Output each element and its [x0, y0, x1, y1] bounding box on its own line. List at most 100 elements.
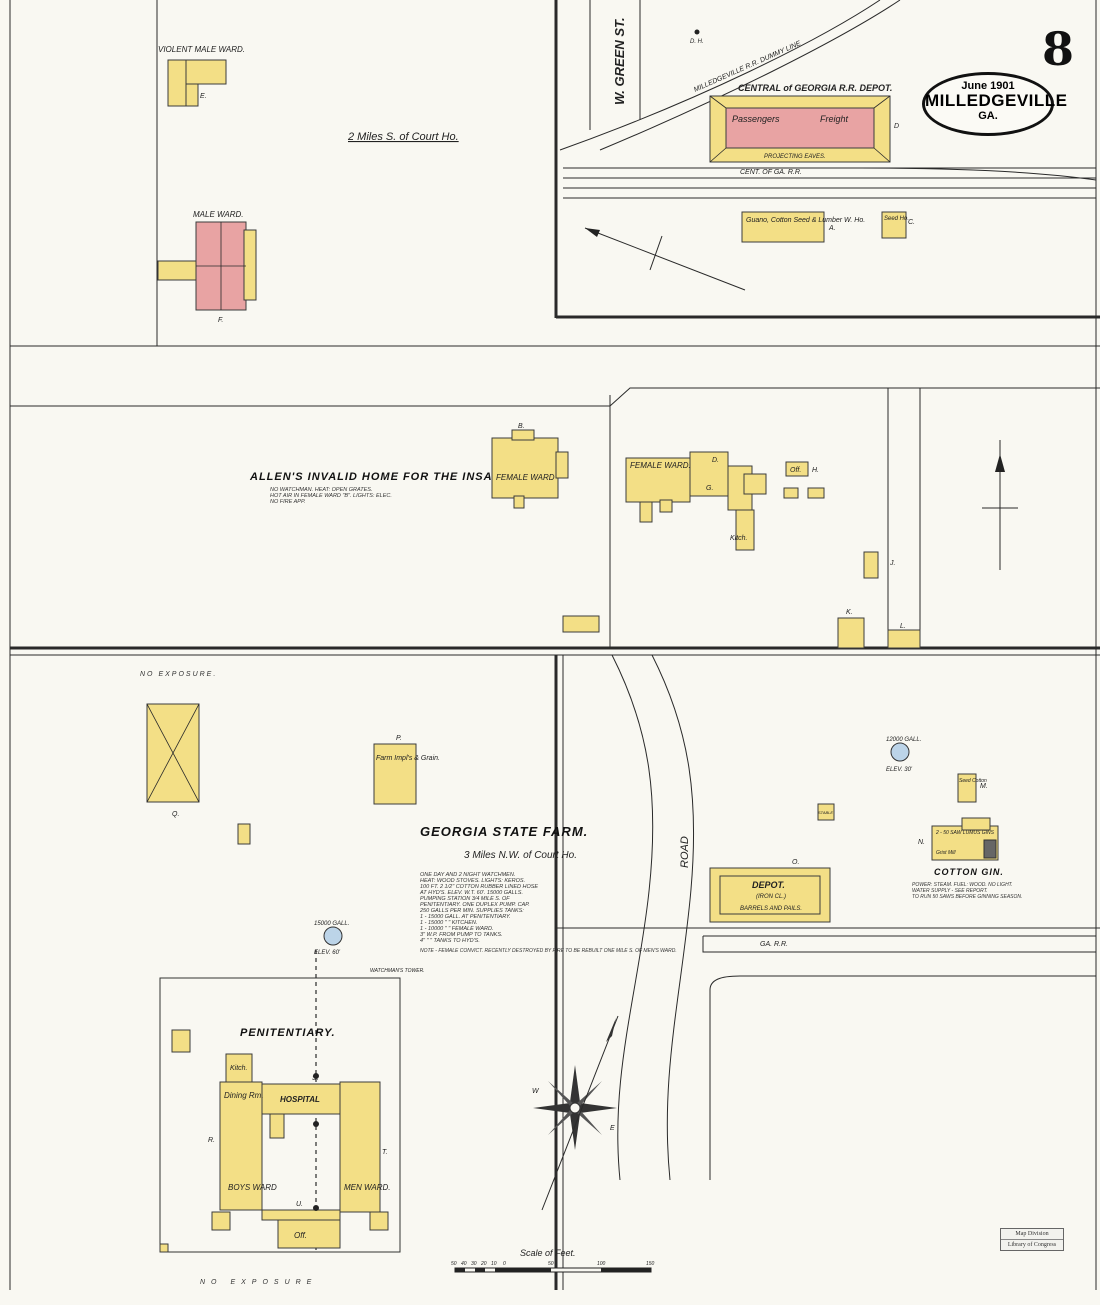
title-cartouche: June 1901 MILLEDGEVILLE GA. — [922, 72, 1068, 136]
svg-text:STABLE: STABLE — [818, 810, 833, 815]
city-name: MILLEDGEVILLE — [925, 91, 1068, 110]
svg-text:WATER SUPPLY - SEE REPORT.: WATER SUPPLY - SEE REPORT. — [912, 888, 988, 894]
svg-text:40: 40 — [461, 1261, 467, 1267]
svg-text:Seed Cotton: Seed Cotton — [959, 778, 987, 784]
svg-text:U.: U. — [296, 1201, 303, 1208]
svg-text:Farm Impl's & Grain.: Farm Impl's & Grain. — [376, 755, 440, 762]
svg-text:VIOLENT MALE WARD.: VIOLENT MALE WARD. — [158, 45, 245, 54]
state-name: GA. — [978, 110, 998, 122]
svg-text:D. H.: D. H. — [690, 39, 704, 45]
svg-text:Off.: Off. — [790, 467, 801, 474]
scale-of-feet: Scale of Feet. 50 40 30 20 10 0 50 100 1… — [451, 1248, 655, 1273]
svg-text:0: 0 — [503, 1261, 506, 1267]
svg-text:E: E — [610, 1125, 615, 1132]
svg-text:T.: T. — [382, 1149, 388, 1156]
svg-text:G.: G. — [706, 485, 713, 492]
svg-text:PROJECTING EAVES.: PROJECTING EAVES. — [764, 154, 826, 160]
svg-text:HOT AIR IN FEMALE WARD "B". LI: HOT AIR IN FEMALE WARD "B". LIGHTS: ELEC… — [270, 493, 392, 499]
farm-notes: ONE DAY AND 2 NIGHT WATCHMEN. HEAT: WOOD… — [419, 872, 677, 954]
svg-text:NO FIRE APP.: NO FIRE APP. — [270, 499, 305, 505]
svg-text:Kitch.: Kitch. — [230, 1065, 248, 1072]
svg-text:(IRON CL.): (IRON CL.) — [756, 894, 786, 900]
road: ROAD — [611, 654, 695, 1181]
svg-text:10: 10 — [491, 1261, 497, 1267]
sheet-date: June 1901 — [961, 80, 1015, 92]
svg-text:O.: O. — [792, 859, 799, 866]
georgia-state-farm: NO EXPOSURE. Q. Farm Impl's & Grain. P. … — [140, 671, 677, 1286]
svg-text:HEAT: WOOD STOVES. LIGHTS: KER: HEAT: WOOD STOVES. LIGHTS: KEROS. — [420, 878, 525, 884]
svg-text:COTTON GIN.: COTTON GIN. — [934, 867, 1004, 877]
svg-text:ROAD: ROAD — [679, 836, 691, 868]
svg-text:Passengers: Passengers — [732, 114, 780, 124]
svg-text:N.: N. — [918, 839, 925, 846]
svg-text:FEMALE WARD: FEMALE WARD — [496, 473, 555, 482]
svg-text:Scale of Feet.: Scale of Feet. — [520, 1248, 576, 1258]
svg-text:R.: R. — [208, 1137, 215, 1144]
svg-text:NO EXPOSURE: NO EXPOSURE — [200, 1279, 317, 1286]
svg-text:4" " " TANKS TO HYD'S.: 4" " " TANKS TO HYD'S. — [420, 938, 480, 944]
sheet-number: 8 — [1042, 22, 1075, 76]
svg-text:Guano, Cotton Seed & Lumber W.: Guano, Cotton Seed & Lumber W. Ho. — [746, 217, 865, 224]
svg-text:Kitch.: Kitch. — [730, 535, 748, 542]
svg-text:M.: M. — [980, 783, 988, 790]
depot-area: W. GREEN ST. MILLEDGEVILLE R.R. DUMMY LI… — [559, 0, 1097, 291]
svg-text:K.: K. — [846, 609, 853, 616]
svg-text:D: D — [894, 123, 899, 130]
male-ward: MALE WARD. F. — [157, 210, 257, 324]
svg-text:ONE DAY AND 2 NIGHT WATCHMEN.: ONE DAY AND 2 NIGHT WATCHMEN. — [420, 872, 515, 878]
svg-text:F.: F. — [218, 317, 223, 324]
svg-text:1 - 15000 GALL. AT PENITENTIAR: 1 - 15000 GALL. AT PENITENTIARY. — [420, 914, 511, 920]
svg-text:Dining Rm.: Dining Rm. — [224, 1091, 264, 1100]
svg-text:20: 20 — [480, 1261, 487, 1267]
svg-text:NOTE - FEMALE CONVICT. RECENTL: NOTE - FEMALE CONVICT. RECENTLY DESTROYE… — [420, 948, 677, 954]
compass-rose: W E — [532, 1015, 619, 1211]
svg-text:H.: H. — [812, 467, 819, 474]
svg-text:FEMALE WARD.: FEMALE WARD. — [630, 461, 691, 470]
svg-text:PENITENTIARY.: PENITENTIARY. — [240, 1027, 336, 1039]
svg-text:PENITENTIARY. ONE DUPLEX PUMP.: PENITENTIARY. ONE DUPLEX PUMP. CAP. — [420, 902, 530, 908]
library-stamp: Map Division Library of Congress — [1000, 1228, 1064, 1251]
svg-text:POWER: STEAM. FUEL: WOOD. NO L: POWER: STEAM. FUEL: WOOD. NO LIGHT. — [912, 882, 1013, 888]
svg-text:B.: B. — [518, 423, 525, 430]
svg-text:WATCHMAN'S TOWER.: WATCHMAN'S TOWER. — [370, 968, 425, 974]
svg-text:12000 GALL.: 12000 GALL. — [886, 737, 921, 743]
svg-text:CENT. OF GA. R.R.: CENT. OF GA. R.R. — [740, 169, 802, 176]
svg-text:L.: L. — [900, 623, 906, 630]
svg-text:ELEV. 60': ELEV. 60' — [314, 950, 341, 956]
section-borders — [9, 0, 1100, 1290]
svg-text:50: 50 — [451, 1261, 457, 1267]
svg-text:ELEV. 30': ELEV. 30' — [886, 767, 913, 773]
svg-text:NO WATCHMAN. HEAT: OPEN GRATES: NO WATCHMAN. HEAT: OPEN GRATES. — [270, 487, 372, 493]
svg-text:Off.: Off. — [294, 1231, 307, 1240]
svg-text:AT HYD'S. ELEV. W.T. 60'. 1500: AT HYD'S. ELEV. W.T. 60'. 15000 GALLS. — [419, 890, 523, 896]
svg-text:100: 100 — [597, 1261, 606, 1267]
svg-text:Grist Mill: Grist Mill — [936, 850, 956, 856]
svg-text:1 - 10000 " " FEMALE WARD.: 1 - 10000 " " FEMALE WARD. — [420, 926, 494, 932]
distance-note: 2 Miles S. of Court Ho. — [347, 131, 459, 143]
svg-text:A.: A. — [828, 225, 836, 232]
svg-text:Freight: Freight — [820, 114, 849, 124]
violent-male-ward: VIOLENT MALE WARD. E. — [158, 45, 245, 107]
stamp-line-2: Library of Congress — [1007, 1242, 1057, 1248]
svg-text:E.: E. — [200, 93, 207, 100]
svg-text:Q.: Q. — [172, 811, 179, 818]
svg-text:250 GALLS PER MIN. SUPPLIES TA: 250 GALLS PER MIN. SUPPLIES TANKS: — [419, 908, 524, 914]
svg-text:Seed Ho.: Seed Ho. — [884, 216, 909, 222]
svg-text:BOYS WARD: BOYS WARD — [228, 1183, 277, 1192]
svg-text:CENTRAL of GEORGIA R.R. DEPOT.: CENTRAL of GEORGIA R.R. DEPOT. — [738, 83, 892, 93]
svg-text:W: W — [532, 1088, 540, 1095]
svg-text:ALLEN'S INVALID HOME FOR THE I: ALLEN'S INVALID HOME FOR THE INSANE — [249, 471, 510, 483]
penitentiary-buildings: Kitch. Dining Rm. HOSPITAL BOYS WARD MEN… — [208, 1053, 391, 1249]
svg-text:HOSPITAL: HOSPITAL — [280, 1095, 320, 1104]
svg-text:TO RUN 50 SAWS BEFORE GINNING: TO RUN 50 SAWS BEFORE GINNING SEASON. — [912, 894, 1022, 900]
svg-text:DEPOT.: DEPOT. — [752, 880, 785, 890]
svg-text:D.: D. — [712, 457, 719, 464]
svg-text:C.: C. — [908, 219, 915, 226]
svg-text:GEORGIA STATE FARM.: GEORGIA STATE FARM. — [420, 824, 588, 839]
svg-text:W. GREEN ST.: W. GREEN ST. — [612, 17, 627, 105]
svg-text:3 Miles N.W. of Court Ho.: 3 Miles N.W. of Court Ho. — [464, 850, 577, 861]
svg-text:2 - 50 SAW LUMUS GINS: 2 - 50 SAW LUMUS GINS — [935, 830, 995, 836]
svg-text:150: 150 — [646, 1261, 655, 1267]
